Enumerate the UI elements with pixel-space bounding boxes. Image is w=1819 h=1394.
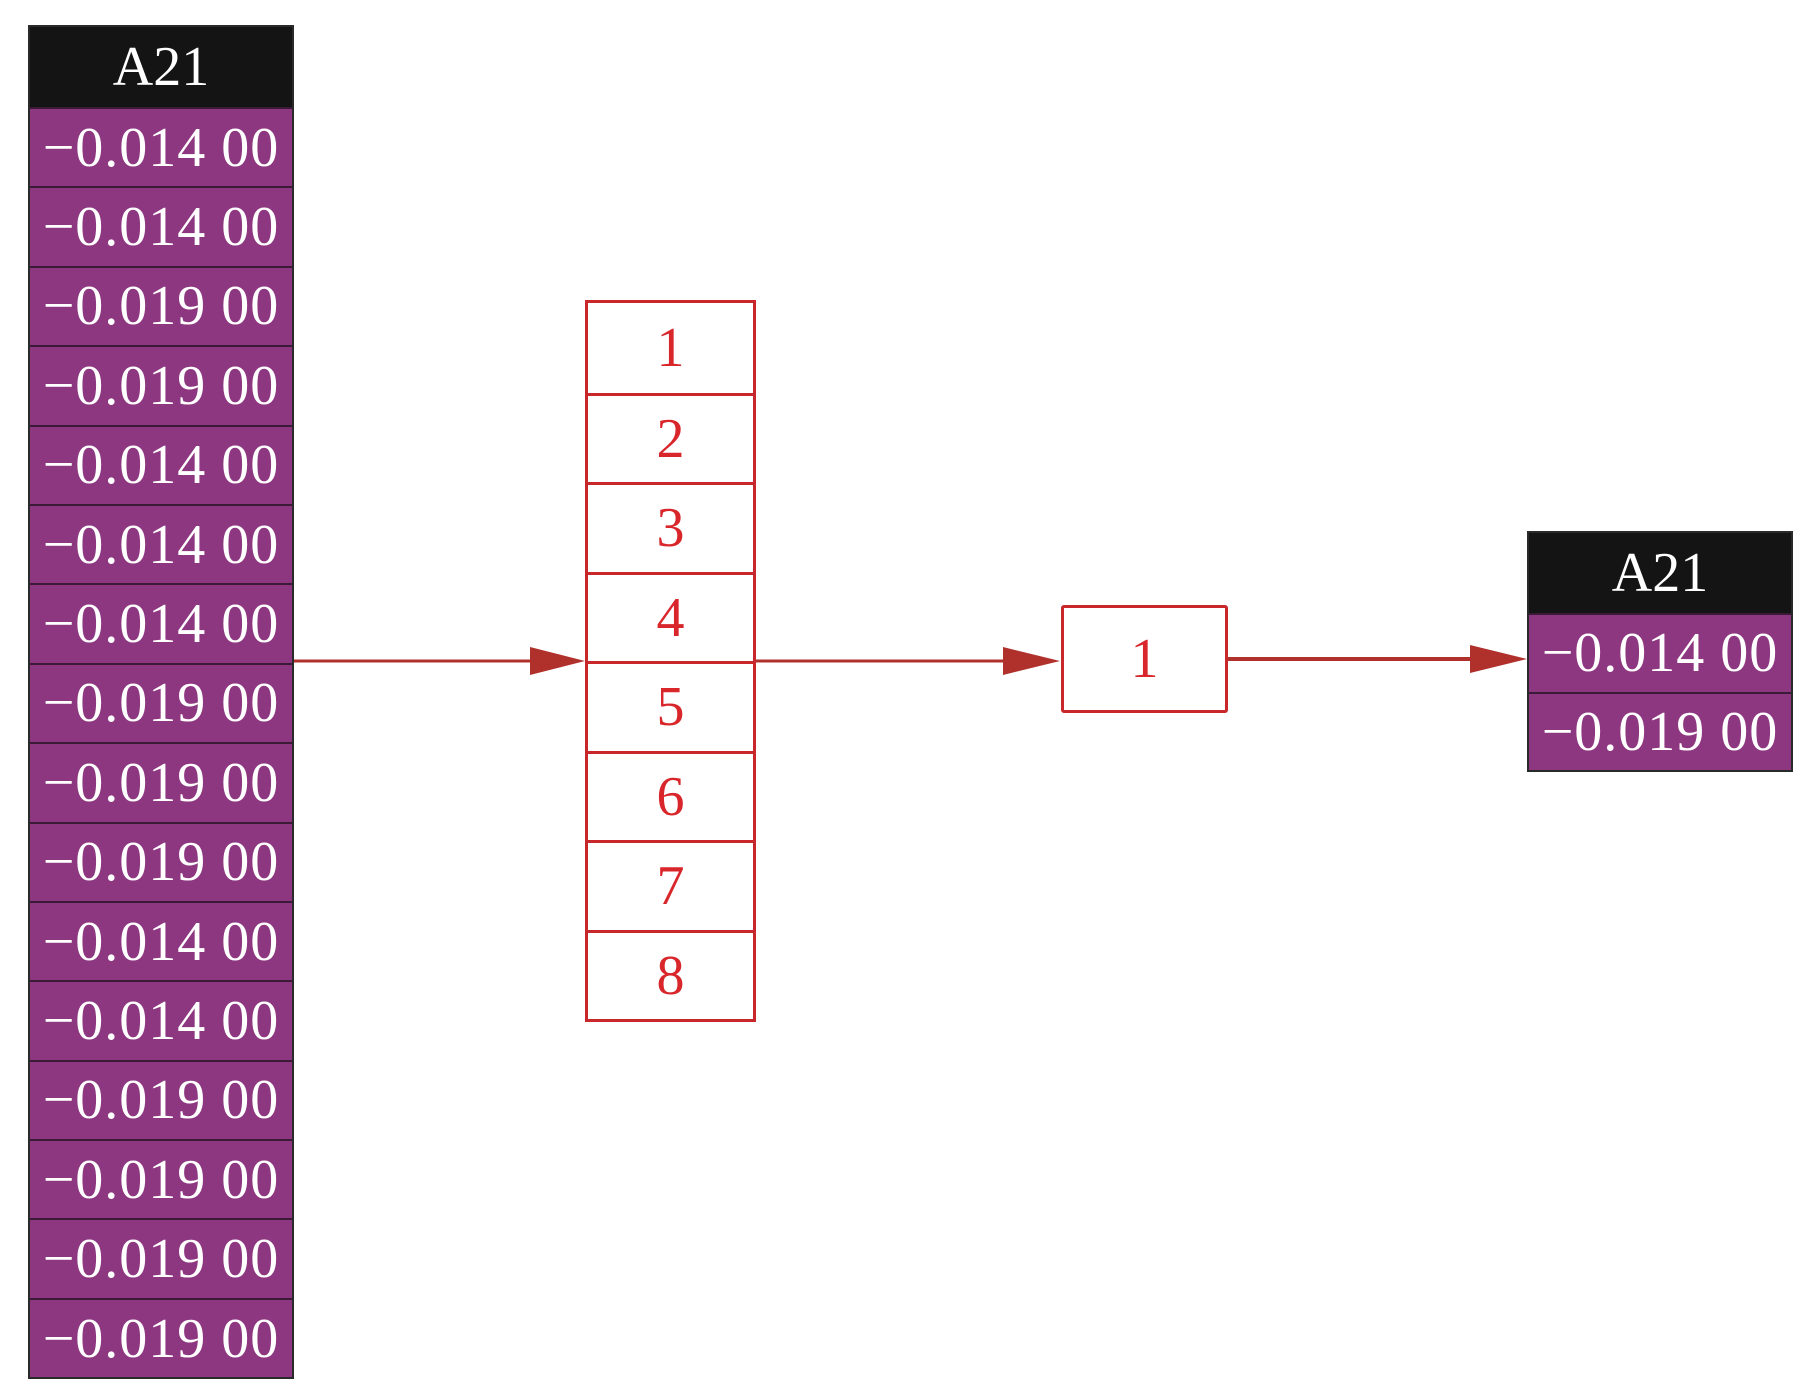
input-table-row: −0.019 00 xyxy=(30,1218,292,1297)
input-table: A21 −0.014 00−0.014 00−0.019 00−0.019 00… xyxy=(28,25,294,1380)
index-cell: 3 xyxy=(588,482,753,572)
index-cell: 8 xyxy=(588,929,753,1020)
index-cell: 7 xyxy=(588,840,753,930)
index-cell: 4 xyxy=(588,571,753,662)
input-table-row: −0.014 00 xyxy=(30,424,292,504)
input-table-row: −0.019 00 xyxy=(30,1297,292,1377)
input-table-row: −0.019 00 xyxy=(30,742,292,821)
arrowhead-1 xyxy=(530,647,585,675)
input-table-row: −0.019 00 xyxy=(30,1139,292,1218)
input-table-row: −0.014 00 xyxy=(30,503,292,583)
input-table-row: −0.014 00 xyxy=(30,900,292,980)
input-table-row: −0.014 00 xyxy=(30,980,292,1059)
arrowhead-3 xyxy=(1470,645,1527,673)
index-cell: 6 xyxy=(588,750,753,841)
output-table-row: −0.014 00 xyxy=(1529,613,1791,692)
input-table-row: −0.019 00 xyxy=(30,265,292,345)
input-table-row: −0.019 00 xyxy=(30,662,292,742)
input-table-row: −0.014 00 xyxy=(30,583,292,662)
output-table: A21 −0.014 00−0.019 00 xyxy=(1527,531,1793,772)
index-cell: 2 xyxy=(588,392,753,483)
output-table-row: −0.019 00 xyxy=(1529,691,1791,771)
input-table-row: −0.019 00 xyxy=(30,1059,292,1139)
index-cell: 5 xyxy=(588,661,753,751)
input-table-header: A21 xyxy=(30,27,292,107)
input-table-row: −0.019 00 xyxy=(30,345,292,424)
arrowhead-2 xyxy=(1003,647,1060,675)
input-table-row: −0.019 00 xyxy=(30,821,292,901)
index-cell: 1 xyxy=(656,316,685,379)
middle-node: 1 xyxy=(1061,605,1228,713)
output-table-header: A21 xyxy=(1529,533,1791,613)
input-table-row: −0.014 00 xyxy=(30,186,292,265)
input-table-row: −0.014 00 xyxy=(30,107,292,186)
